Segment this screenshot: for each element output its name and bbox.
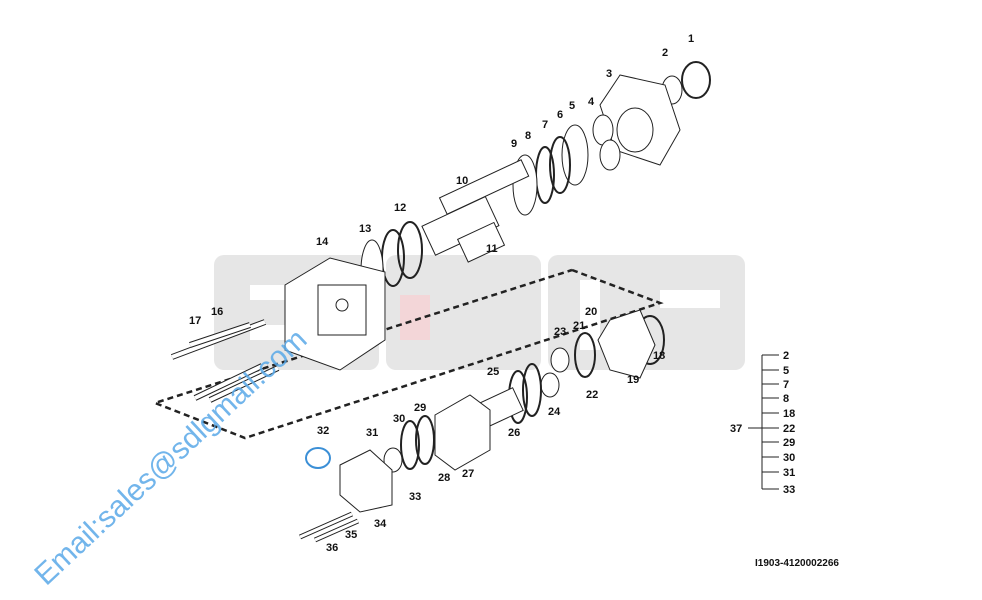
callout-19: 19 [627,374,639,386]
callout-17: 17 [189,315,201,327]
kit-legend [748,354,779,490]
callout-16: 16 [211,306,223,318]
callout-26: 26 [508,427,520,439]
callout-18: 18 [653,350,665,362]
callout-22: 22 [586,389,598,401]
callout-1: 1 [688,33,694,45]
callout-34: 34 [374,518,387,530]
callout-8: 8 [525,130,531,142]
callout-31: 31 [366,427,378,439]
callout-7: 7 [542,119,548,131]
callout-3: 3 [606,68,612,80]
kit-item: 30 [783,452,795,464]
callout-5: 5 [569,100,575,112]
callout-6: 6 [557,109,563,121]
callout-labels: 1 2 3 4 5 6 7 8 9 10 11 12 13 14 16 17 1… [189,33,694,554]
callout-13: 13 [359,223,371,235]
callout-23: 23 [554,326,566,338]
callout-2: 2 [662,47,668,59]
callout-10: 10 [456,175,468,187]
callout-24: 24 [548,406,561,418]
kit-item: 29 [783,437,795,449]
callout-9: 9 [511,138,517,150]
callout-12: 12 [394,202,406,214]
kit-label-37: 37 [730,423,742,435]
callout-11: 11 [486,243,498,255]
callout-36: 36 [326,542,338,554]
callout-30: 30 [393,413,405,425]
callout-4: 4 [588,96,595,108]
kit-item: 18 [783,408,795,420]
callout-33: 33 [409,491,421,503]
kit-item: 31 [783,467,795,479]
callout-28: 28 [438,472,450,484]
drawing-code: I1903-4120002266 [755,558,839,569]
callout-35: 35 [345,529,357,541]
callout-20: 20 [585,306,597,318]
kit-item: 8 [783,393,789,405]
kit-item: 2 [783,350,789,362]
subassembly-boundary [151,268,664,440]
kit-item: 7 [783,379,789,391]
callout-27: 27 [462,468,474,480]
callout-32: 32 [317,425,329,437]
callout-25: 25 [487,366,499,378]
callout-21: 21 [573,320,585,332]
callout-14: 14 [316,236,329,248]
kit-item: 33 [783,484,795,496]
kit-item: 5 [783,365,789,377]
callout-29: 29 [414,402,426,414]
kit-item: 22 [783,423,795,435]
